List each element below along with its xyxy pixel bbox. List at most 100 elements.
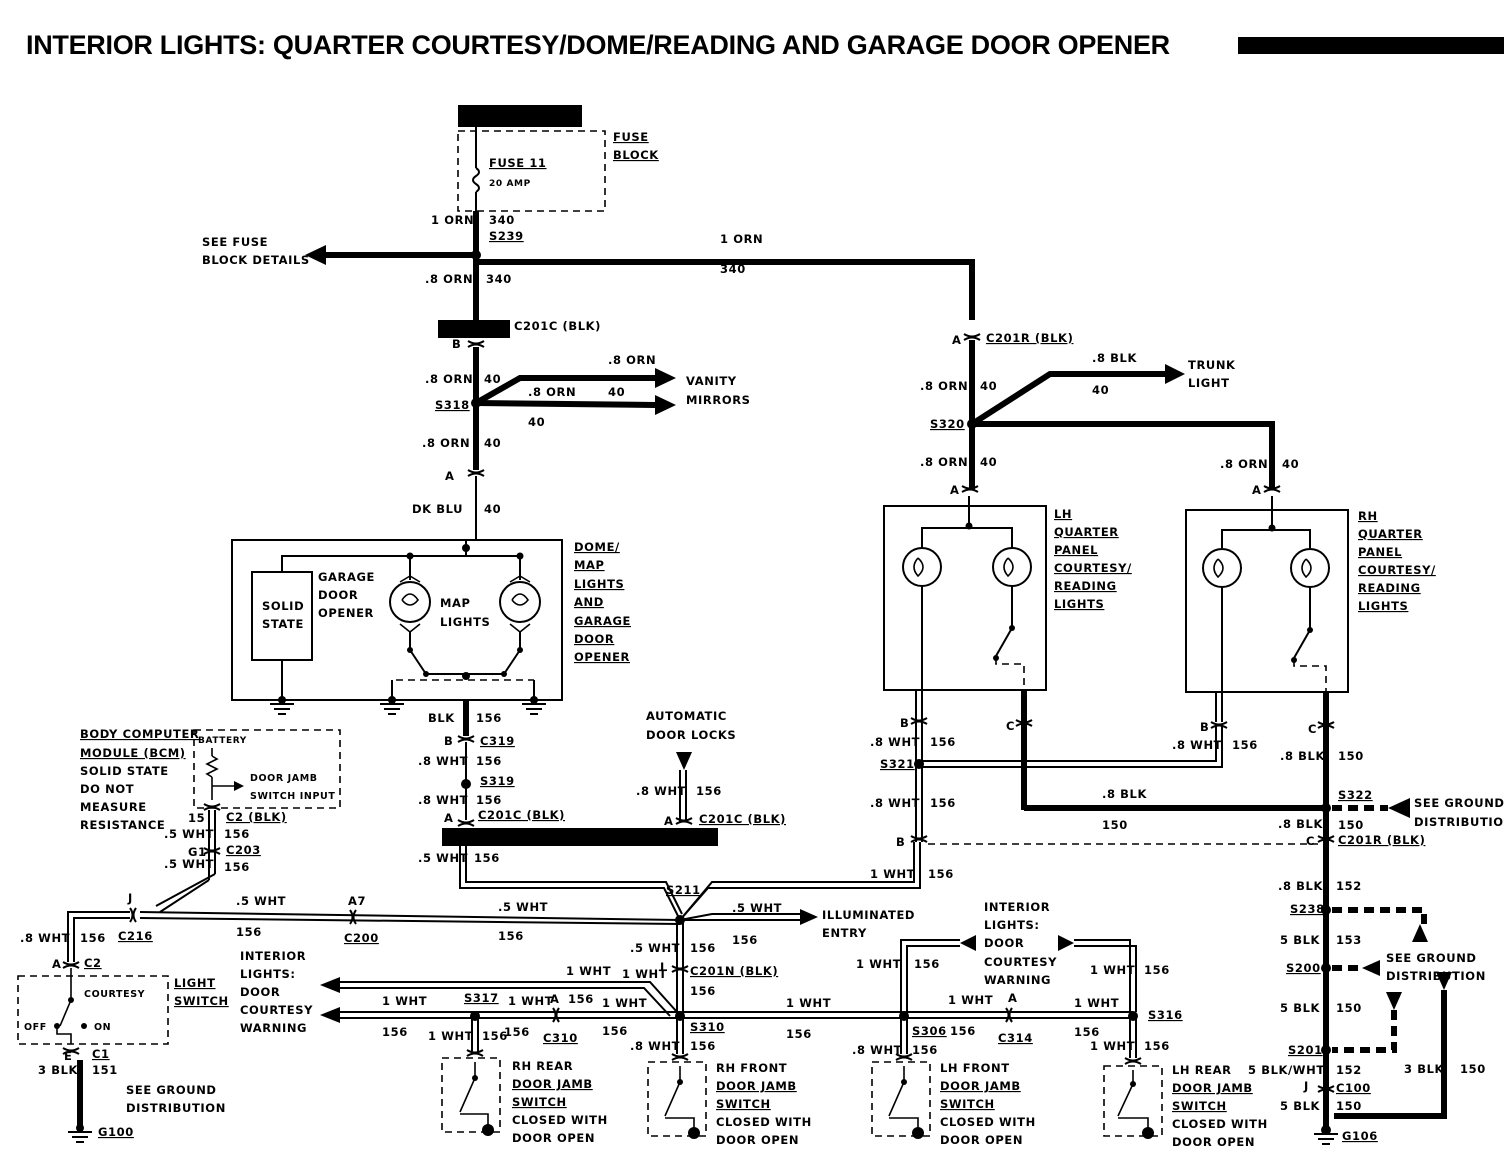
wire-circuit: 156 [786,1027,812,1041]
dome-label-2: MAP [574,558,605,572]
wire-orn-340-right [476,259,975,320]
rh-quarter-label-2: QUARTER [1358,527,1423,541]
wire-circuit: 40 [484,502,501,516]
connector-pin-icon [1317,1085,1335,1093]
wire-circuit: 156 [236,925,262,939]
door-jamb-input-1: DOOR JAMB [250,773,318,784]
bcm-label-5: MEASURE [80,800,147,814]
connector-pin-icon [963,333,981,341]
bcm-label-6: RESISTANCE [80,818,165,832]
wire-circuit: 40 [528,415,545,429]
wire-to-light-switch-2 [73,917,130,962]
connector-c2-label: C2 (BLK) [226,810,287,824]
rh-quarter-label-4: COURTESY/ [1358,563,1436,577]
rh-front-label-1: RH FRONT [716,1061,787,1075]
lh-front-label-4: CLOSED WITH [940,1115,1036,1129]
connector-pin-icon [349,909,357,925]
wire-s321-rh-1 [919,724,1217,762]
wire-s201-ground [1332,1010,1397,1053]
lamp-filament-icon [1213,558,1224,579]
wire-label: .8 WHT [852,1043,902,1057]
garage-label-1: GARAGE [318,570,375,584]
dome-label-3: LIGHTS [574,577,624,591]
wire-label: .8 BLK [1092,351,1137,365]
wire-label: 1 WHT [382,994,427,1008]
light-switch-box [17,975,169,1045]
diagram-title: INTERIOR LIGHTS: QUARTER COURTESY/DOME/R… [26,30,1170,60]
wire-circuit: 156 [690,1039,716,1053]
pin-b: B [900,716,909,730]
wire-circuit: 156 [498,929,524,943]
switch-contact [517,647,523,653]
lh-rear-label-2: DOOR JAMB [1172,1081,1253,1095]
pin-j: J [1303,1079,1309,1093]
wire-label: 3 BLK [1404,1062,1444,1076]
switch-off-label: OFF [24,1022,47,1033]
bcm-label-3: SOLID STATE [80,764,169,778]
illuminated-label-2: ENTRY [822,926,867,940]
fuse-block-label-1: FUSE [613,130,649,144]
hot-at-all-times-label [458,105,582,127]
wire-label: 1 WHT [602,996,647,1010]
fuse-block [457,130,606,212]
wire-circuit: 156 [482,1029,508,1043]
wire-circuit: 156 [1144,1039,1170,1053]
bcm-box [193,729,341,809]
dome-label-6: DOOR [574,632,614,646]
wire-circuit: 156 [568,992,594,1006]
wire-vanity-1 [474,375,655,406]
connector-c201n-label: C201N (BLK) [690,964,778,978]
connector-c200-label: C200 [344,931,379,945]
switch-blade-icon [664,1066,681,1117]
wire-circuit: 40 [484,436,501,450]
lh-courtesy-lamp-icon [902,547,942,587]
wire-lh-quarter-lamps [921,527,1013,548]
resistor-icon [205,755,219,778]
pin-a: A [444,811,454,825]
wire-wht-156-to-s211-a [459,846,681,921]
switch-lead-dashed [1293,660,1327,692]
arrow-left-icon [1362,960,1380,976]
connector-pin-icon [552,1007,560,1023]
wire-label: 1 WHT [856,957,901,971]
wire-label: 5 BLK/WHT [1248,1063,1325,1077]
pin-j: J [127,891,133,905]
wire-label: .8 BLK [1102,787,1147,801]
ground-icon [1142,1127,1154,1139]
connector-pin-icon [1210,721,1228,729]
lh-rear-label-5: DOOR OPEN [1172,1135,1255,1149]
ground-icon [482,1124,494,1136]
see-fuse-label-1: SEE FUSE [202,235,268,249]
switch-on-label: ON [94,1022,111,1033]
arrow-left-icon [305,245,326,265]
wire-circuit: 151 [92,1063,118,1077]
dome-label-7: OPENER [574,650,630,664]
connector-c201c [438,320,510,338]
wire-1-wht-to-c201b-2 [679,842,921,921]
lamp-filament-icon [401,593,419,606]
switch-ground-lead [460,1113,489,1128]
connector-c319-label: C319 [480,734,515,748]
wire-label: 1 WHT [622,967,667,981]
wire-label: 1 WHT [428,1029,473,1043]
fuse-11-icon [472,167,480,193]
splice-s211-label: S211 [666,883,701,897]
wire-illuminated-1 [679,913,800,921]
connector-pin-icon [203,803,221,811]
wire-label: .8 BLK [1280,749,1325,763]
wire-warning-1 [340,981,678,1013]
light-switch-label-2: SWITCH [174,994,229,1008]
dome-label-5: GARAGE [574,614,631,628]
wire-circuit: 40 [980,379,997,393]
wire-warning-r2 [906,945,960,1012]
wire-label: .8 ORN [920,455,968,469]
splice-s238 [1321,905,1331,915]
rh-front-label-2: DOOR JAMB [716,1079,797,1093]
bcm-label-4: DO NOT [80,782,134,796]
wire-circuit: 156 [930,735,956,749]
lh-front-label-2: DOOR JAMB [940,1079,1021,1093]
fuse-rating: 20 AMP [489,179,531,189]
switch-contact [407,647,413,653]
pin-c: C [1306,834,1315,848]
warning-right-5: WARNING [984,973,1051,987]
